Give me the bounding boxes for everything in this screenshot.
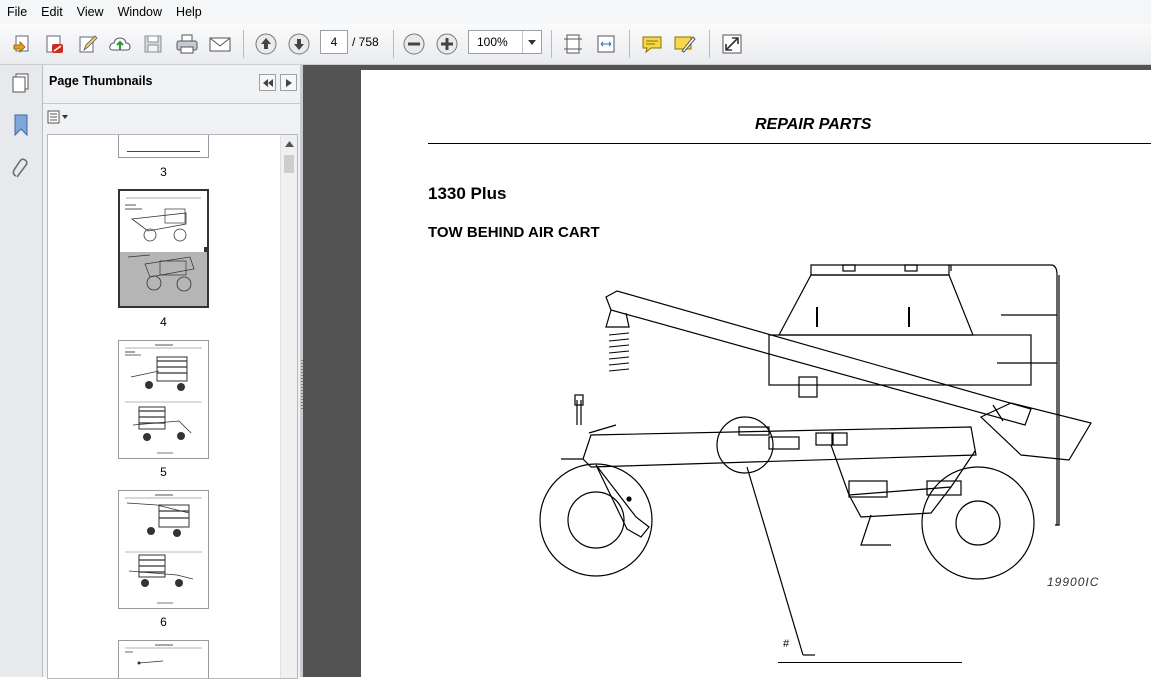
page-thumbnails-icon[interactable]: [8, 70, 34, 96]
expand-panel-icon[interactable]: [280, 74, 297, 91]
zoom-value: 100%: [477, 35, 508, 49]
page-header-title: REPAIR PARTS: [755, 116, 872, 133]
menu-view[interactable]: View: [76, 5, 104, 19]
scrollbar-thumb[interactable]: [284, 155, 294, 173]
thumbnail-options-icon[interactable]: [47, 108, 71, 126]
highlight-icon[interactable]: [672, 31, 698, 57]
menu-window[interactable]: Window: [117, 5, 163, 19]
toolbar: [0, 24, 1151, 65]
thumbnail-label: 3: [160, 165, 167, 179]
thumbnail-label: 6: [160, 615, 167, 629]
page-thumbnail-3[interactable]: [118, 135, 209, 158]
email-icon[interactable]: [207, 31, 233, 57]
cloud-upload-icon[interactable]: [107, 31, 133, 57]
previous-page-icon[interactable]: [253, 31, 279, 57]
menu-file[interactable]: File: [7, 5, 28, 19]
header-rule: [428, 143, 1151, 144]
thumbnail-list[interactable]: 3 4: [47, 134, 298, 679]
page-number-input[interactable]: 4: [320, 30, 348, 54]
splitter-grip-icon[interactable]: [301, 360, 304, 410]
section-subtitle: TOW BEHIND AIR CART: [428, 224, 600, 241]
zoom-select[interactable]: 100%: [468, 30, 542, 54]
fullscreen-icon[interactable]: [719, 31, 745, 57]
panel-title: Page Thumbnails: [49, 74, 153, 88]
page-thumbnail-5[interactable]: [118, 340, 209, 459]
scroll-up-icon[interactable]: [281, 135, 297, 152]
create-icon[interactable]: [9, 31, 35, 57]
air-cart-drawing: [539, 264, 1092, 656]
page-total: / 758: [352, 35, 379, 49]
panel-header: Page Thumbnails: [43, 65, 300, 104]
fit-page-icon[interactable]: [560, 31, 586, 57]
document-page: REPAIR PARTS 1330 Plus TOW BEHIND AIR CA…: [361, 70, 1151, 677]
save-icon[interactable]: [140, 31, 166, 57]
menu-edit[interactable]: Edit: [41, 5, 63, 19]
pdf-icon[interactable]: [41, 31, 67, 57]
fit-width-icon[interactable]: [593, 31, 619, 57]
zoom-in-icon[interactable]: [434, 31, 460, 57]
footer-rule: [778, 662, 962, 663]
model-title: 1330 Plus: [428, 184, 507, 203]
page-thumbnail-4[interactable]: [118, 189, 209, 308]
callout-label: #: [783, 638, 790, 650]
page-thumbnails-panel: Page Thumbnails 3: [43, 65, 300, 679]
thumbnail-label: 4: [160, 315, 167, 329]
figure-code: 19900IC: [1047, 575, 1100, 589]
print-icon[interactable]: [174, 31, 200, 57]
menu-bar: File Edit View Window Help: [0, 0, 1151, 24]
navigation-pane: [0, 65, 43, 677]
zoom-out-icon[interactable]: [401, 31, 427, 57]
attachments-icon[interactable]: [8, 156, 34, 182]
page-thumbnail-7[interactable]: [118, 640, 209, 678]
bookmarks-icon[interactable]: [8, 112, 34, 138]
thumbnail-scrollbar[interactable]: [280, 135, 297, 678]
next-page-icon[interactable]: [286, 31, 312, 57]
comment-icon[interactable]: [639, 31, 665, 57]
page-thumbnail-6[interactable]: [118, 490, 209, 609]
edit-icon[interactable]: [75, 31, 101, 57]
chevron-down-icon[interactable]: [522, 31, 541, 53]
thumbnail-label: 5: [160, 465, 167, 479]
menu-help[interactable]: Help: [176, 5, 202, 19]
collapse-panel-icon[interactable]: [259, 74, 276, 91]
